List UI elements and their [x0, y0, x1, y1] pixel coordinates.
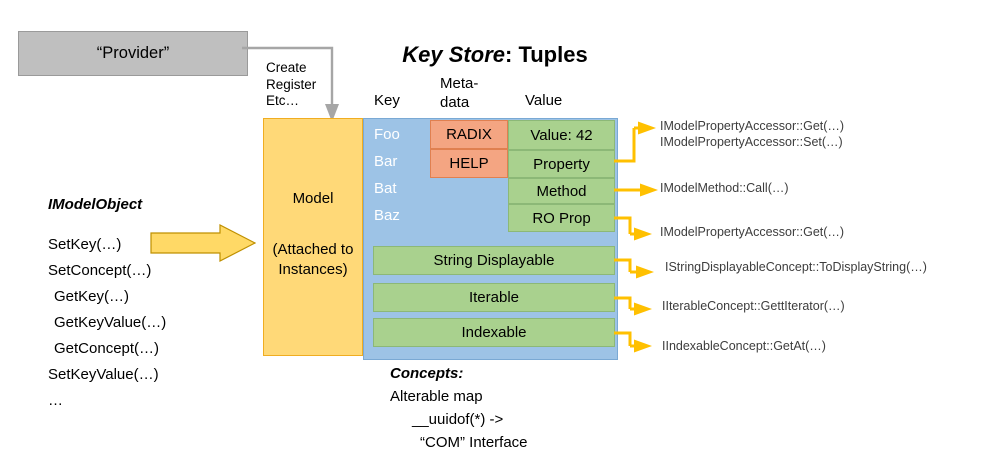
caption-line-register: Register [266, 76, 317, 92]
key-cell-foo: Foo [374, 126, 400, 143]
value-cell-ro-prop: RO Prop [508, 204, 615, 232]
api-label-property-accessor-get: IModelPropertyAccessor::Get(…) [660, 119, 845, 133]
api-label-property-accessor-set: IModelPropertyAccessor::Set(…) [660, 135, 843, 149]
concept-bar-iterable: Iterable [373, 283, 615, 312]
concept-bar-indexable: Indexable [373, 318, 615, 347]
api-label-indexable: IIndexableConcept::GetAt(…) [662, 339, 826, 353]
metadata-cell-radix: RADIX [430, 120, 508, 149]
model-sublabel-line2: Instances) [278, 261, 348, 278]
model-column-label: Model [292, 190, 334, 207]
api-label-string-displayable: IStringDisplayableConcept::ToDisplayStri… [665, 260, 927, 274]
key-cell-bar: Bar [374, 153, 398, 170]
concepts-note-line2: __uuidof(*) -> [412, 411, 504, 428]
column-header-key: Key [374, 92, 400, 109]
key-cell-bat: Bat [374, 180, 397, 197]
provider-connector-caption: Create Register Etc… [266, 60, 332, 110]
list-item: GetKeyValue(…) [54, 314, 167, 331]
page-title-rest: : Tuples [505, 42, 588, 67]
column-header-value: Value [525, 92, 563, 109]
api-connector-arrows [614, 121, 658, 241]
list-item: SetKey(…) [48, 236, 122, 253]
column-header-metadata: Meta- data [440, 74, 500, 112]
list-item: GetKey(…) [54, 288, 130, 305]
value-cell-value-42: Value: 42 [508, 120, 615, 150]
provider-connector-arrow [242, 46, 339, 122]
provider-label: “Provider” [96, 44, 170, 62]
model-sublabel-line1: (Attached to [272, 241, 354, 258]
concept-bar-string-displayable: String Displayable [373, 246, 615, 275]
caption-line-create: Create [266, 60, 307, 75]
caption-line-etc: Etc… [266, 93, 300, 108]
metadata-cell-help: HELP [430, 149, 508, 178]
concepts-note-heading: Concepts: [390, 365, 464, 382]
value-cell-method: Method [508, 178, 615, 204]
list-item: SetKeyValue(…) [48, 366, 159, 383]
api-label-property-accessor: IModelPropertyAccessor::Get(…) IModelPro… [660, 118, 844, 150]
model-column [263, 118, 363, 356]
column-header-metadata-line2: data [440, 94, 470, 111]
imodelobject-method-list: SetKey(…) SetConcept(…) GetKey(…) GetKey… [48, 232, 228, 414]
imodelobject-block-arrow [150, 224, 256, 262]
api-label-method-call: IModelMethod::Call(…) [660, 181, 789, 195]
imodelobject-title: IModelObject [48, 196, 143, 213]
page-title-italic: Key Store [402, 42, 505, 67]
value-cell-property: Property [508, 150, 615, 178]
provider-box: “Provider” [18, 31, 248, 76]
concepts-note: Concepts: Alterable map __uuidof(*) -> “… [390, 362, 650, 454]
concepts-note-line3: “COM” Interface [420, 434, 528, 451]
concepts-note-line1: Alterable map [390, 388, 483, 405]
list-item: GetConcept(…) [54, 340, 160, 357]
concept-connector-arrows [614, 258, 654, 353]
column-header-metadata-line1: Meta- [440, 75, 479, 92]
key-cell-baz: Baz [374, 207, 400, 224]
list-item: … [48, 392, 63, 409]
model-column-sublabel: (Attached to Instances) [263, 240, 363, 280]
list-item: SetConcept(…) [48, 262, 152, 279]
page-title: Key Store: Tuples [370, 42, 620, 68]
api-label-iterable: IIterableConcept::GettIterator(…) [662, 299, 845, 313]
api-label-ro-prop-get: IModelPropertyAccessor::Get(…) [660, 225, 845, 239]
